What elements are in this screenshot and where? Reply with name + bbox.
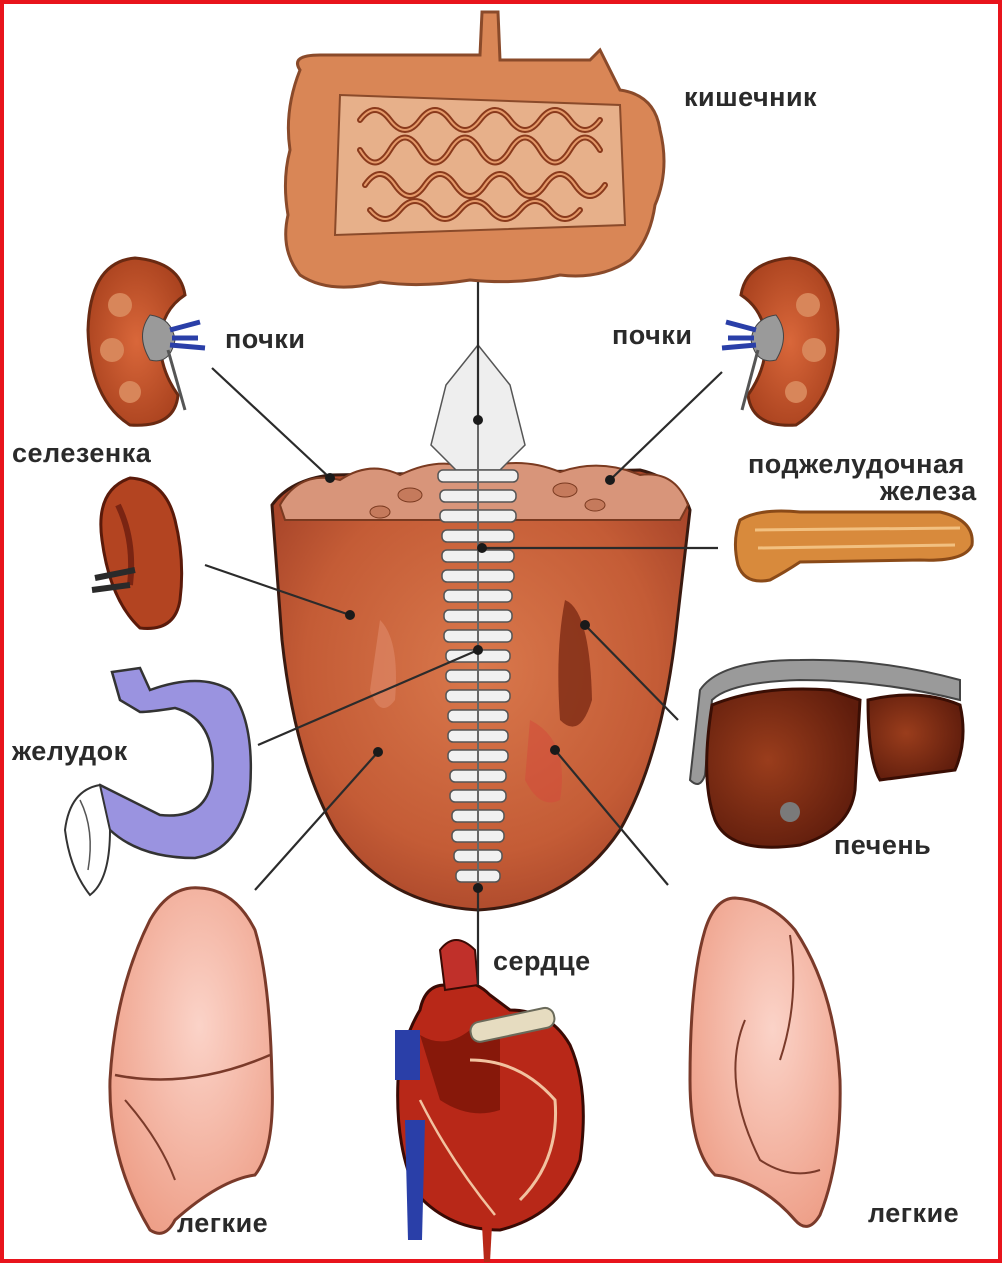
tongue-illustration (272, 345, 690, 910)
stomach-illustration (65, 668, 251, 895)
kidney-left-illustration (88, 258, 205, 425)
label-spleen: селезенка (12, 440, 151, 467)
spleen-illustration (92, 478, 182, 628)
label-pancreas-line1: поджелудочная (748, 451, 965, 478)
heart-illustration (395, 940, 583, 1262)
label-intestine: кишечник (684, 84, 817, 111)
lung-left-illustration (110, 888, 272, 1234)
label-stomach: желудок (12, 738, 128, 765)
pancreas-illustration (735, 511, 972, 581)
label-kidney-left: почки (225, 326, 305, 353)
label-liver: печень (834, 832, 931, 859)
kidney-right-illustration (722, 258, 838, 425)
label-kidney-right: почки (612, 322, 692, 349)
label-heart: сердце (493, 948, 591, 975)
intestine-illustration (285, 12, 664, 287)
liver-illustration (690, 660, 963, 847)
label-lung-left: легкие (177, 1210, 268, 1237)
lung-right-illustration (690, 898, 840, 1226)
label-lung-right: легкие (868, 1200, 959, 1227)
label-pancreas-line2: железа (880, 478, 977, 505)
